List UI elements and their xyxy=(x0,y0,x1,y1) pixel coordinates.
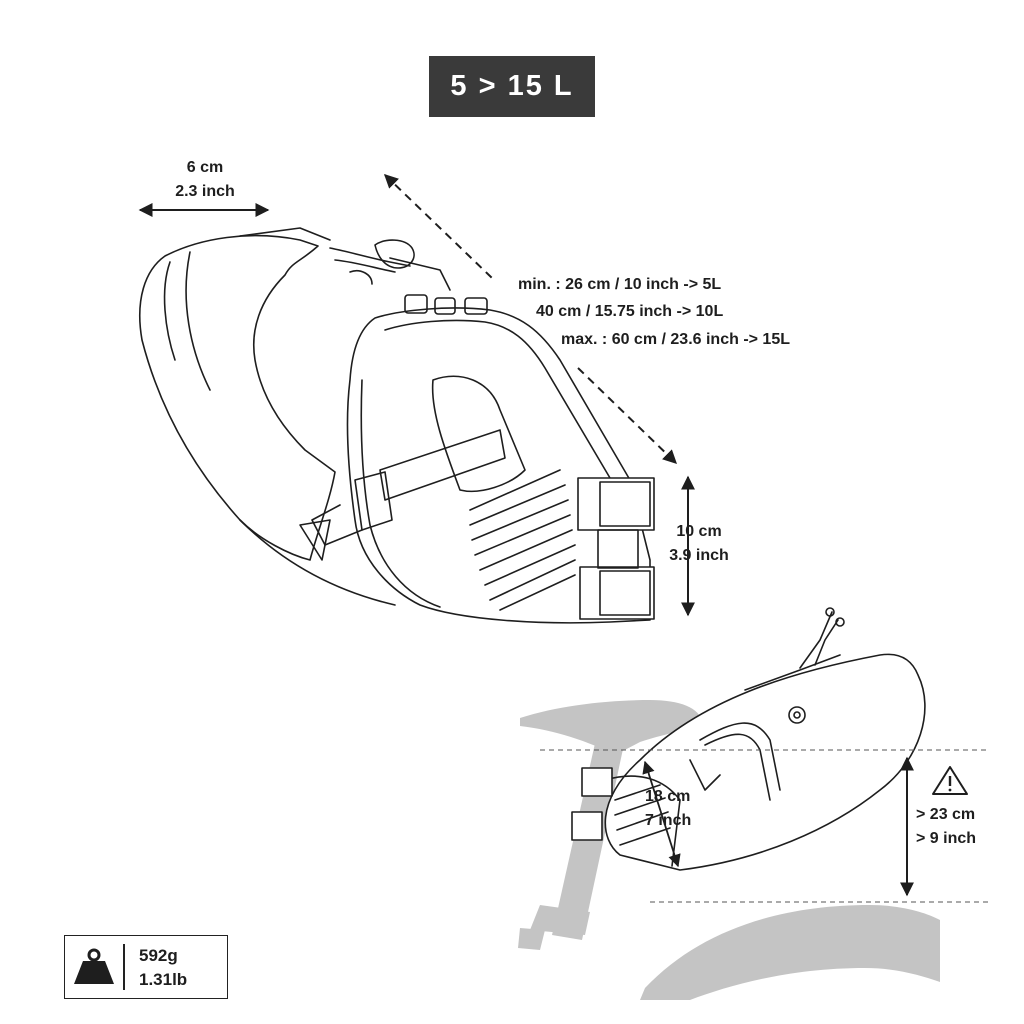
width-label: 6 cm 2.3 inch xyxy=(155,156,255,204)
width-inch: 2.3 inch xyxy=(175,183,235,200)
weight-pounds: 1.31lb xyxy=(139,970,188,989)
length-min-label: min. : 26 cm / 10 inch -> 5L xyxy=(518,276,722,293)
length-mid-label: 40 cm / 15.75 inch -> 10L xyxy=(536,303,724,320)
height-label: 10 cm 3.9 inch xyxy=(652,520,746,568)
saddle-bag-illustration xyxy=(138,227,655,624)
weight-values: 592g 1.31lb xyxy=(139,944,187,992)
volume-title: 5 > 15 L xyxy=(429,56,595,117)
weight-icon xyxy=(74,948,114,984)
length-max-label: max. : 60 cm / 23.6 inch -> 15L xyxy=(561,331,790,348)
seatpost-label: 18 cm 7 inch xyxy=(645,785,691,833)
height-inch: 3.9 inch xyxy=(669,547,729,564)
height-cm: 10 cm xyxy=(676,523,722,540)
width-cm: 6 cm xyxy=(186,159,224,176)
seatpost-cm: 18 cm xyxy=(645,788,691,805)
length-arrow-bottom xyxy=(577,367,678,464)
clearance-cm: > 23 cm xyxy=(916,806,976,823)
clearance-inch: > 9 inch xyxy=(916,830,977,847)
clearance-label: > 23 cm > 9 inch xyxy=(916,803,976,851)
seatpost-inch: 7 inch xyxy=(645,812,692,829)
weight-grams: 592g xyxy=(139,946,178,965)
warning-triangle-icon xyxy=(932,766,968,795)
length-arrow-top xyxy=(383,174,493,279)
seatpost-length-arrow xyxy=(642,760,681,868)
weight-divider xyxy=(123,944,125,990)
weight-box: 592g 1.31lb xyxy=(64,935,228,999)
